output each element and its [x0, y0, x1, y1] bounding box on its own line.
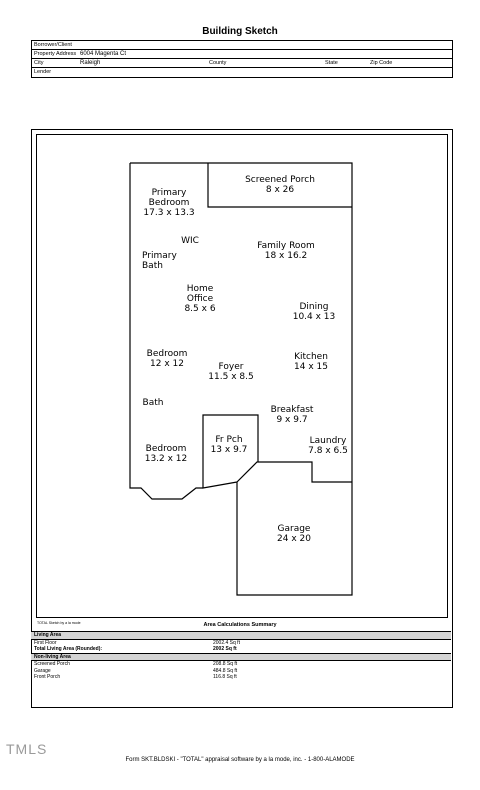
room-dims: 12 x 12: [150, 359, 184, 369]
lender-label: Lender: [34, 69, 52, 75]
room-dims: 7.8 x 6.5: [308, 446, 348, 456]
address-row: Property Address 6004 Magenta Ct: [32, 50, 452, 59]
area-calc-title: Area Calculations Summary: [203, 622, 277, 628]
room-dims: 24 x 20: [277, 534, 311, 544]
area-row-label: Living Area: [34, 632, 62, 638]
room-name: Breakfast: [270, 405, 314, 415]
area-row: Screened Porch 208.8 Sq ft: [31, 661, 451, 668]
property-info-table: Borrower/Client Property Address 6004 Ma…: [31, 40, 453, 78]
watermark-logo: TMLS: [6, 741, 48, 757]
room-breakfast: Breakfast 9 x 9.7: [264, 405, 320, 425]
borrower-label: Borrower/Client: [34, 42, 72, 48]
room-name: Screened Porch: [245, 175, 315, 185]
sketch-frame: [31, 129, 453, 708]
area-row-label: Garage: [34, 667, 51, 674]
room-dining: Dining 10.4 x 13: [286, 302, 342, 322]
room-wic: WIC: [176, 236, 204, 246]
room-name: Bedroom: [146, 349, 188, 359]
borrower-row: Borrower/Client: [32, 41, 452, 50]
house-outline: [129, 162, 353, 596]
city-value: Raleigh: [80, 60, 101, 66]
state-label: State: [325, 60, 338, 66]
room-bedroom-1: Bedroom 12 x 12: [140, 349, 194, 369]
room-name: Dining: [299, 302, 329, 312]
room-dims: 11.5 x 8.5: [208, 372, 254, 382]
room-dims: 13.2 x 12: [144, 454, 188, 464]
room-primary-bath: Primary Bath: [142, 251, 184, 271]
room-name: Family Room: [257, 241, 315, 251]
room-dims: 8 x 26: [265, 185, 295, 195]
area-row: Garage 484.8 Sq ft: [31, 668, 451, 675]
room-screened-porch: Screened Porch 8 x 26: [240, 175, 320, 195]
area-row-label: Front Porch: [34, 674, 61, 680]
room-dims: 8.5 x 6: [184, 304, 216, 314]
area-row-label: Non-living Area: [34, 653, 71, 660]
area-row: Front Porch 116.8 Sq ft: [31, 674, 451, 681]
room-laundry: Laundry 7.8 x 6.5: [300, 436, 356, 456]
city-row: City Raleigh County State Zip Code: [32, 59, 452, 68]
room-dims: 9 x 9.7: [276, 415, 308, 425]
room-name: Bedroom: [145, 444, 187, 454]
room-dims: 13 x 9.7: [210, 445, 248, 455]
room-dims: 17.3 x 13.3: [143, 208, 195, 218]
area-row-value: 484.8 Sq ft: [213, 667, 238, 674]
room-name: Garage: [277, 524, 311, 534]
room-kitchen: Kitchen 14 x 15: [286, 352, 336, 372]
area-row: Total Living Area (Rounded): 2002 Sq ft: [31, 646, 451, 653]
room-foyer: Foyer 11.5 x 8.5: [202, 362, 260, 382]
room-bedroom-2: Bedroom 13.2 x 12: [138, 444, 194, 464]
room-garage: Garage 24 x 20: [266, 524, 322, 544]
area-row-label: First Floor: [34, 639, 57, 646]
room-name: Home Office: [186, 284, 214, 304]
room-family-room: Family Room 18 x 16.2: [252, 241, 320, 261]
lender-row: Lender: [32, 68, 452, 76]
room-dims: 10.4 x 13: [292, 312, 336, 322]
area-row-label: Screened Porch: [34, 661, 70, 667]
room-name: Bath: [142, 398, 164, 408]
room-name: Foyer: [218, 362, 244, 372]
room-name: Kitchen: [294, 352, 328, 362]
room-name: Fr Pch: [215, 435, 243, 445]
room-dims: 18 x 16.2: [264, 251, 308, 261]
room-dims: 14 x 15: [294, 362, 328, 372]
room-name: Primary Bedroom: [148, 188, 190, 208]
room-primary-bedroom: Primary Bedroom 17.3 x 13.3: [142, 188, 196, 218]
area-row-value: 208.8 Sq ft: [213, 661, 238, 667]
sketch-area: [36, 134, 448, 618]
sketch-credit: TOTAL Sketch by a la mode: [37, 621, 81, 625]
room-bath: Bath: [140, 398, 166, 408]
area-calc-table: Living Area First Floor 2002.4 Sq ft Tot…: [31, 631, 451, 681]
screened-porch-wall: [207, 163, 352, 208]
address-value: 6004 Magenta Ct: [80, 51, 127, 57]
address-label: Property Address: [34, 51, 77, 57]
area-row: Non-living Area: [31, 652, 451, 661]
area-row-value: 2002 Sq ft: [213, 646, 237, 652]
room-name: Laundry: [309, 436, 347, 446]
area-row-value: 2002.4 Sq ft: [213, 639, 240, 646]
area-row: First Floor 2002.4 Sq ft: [31, 640, 451, 647]
room-name: Primary Bath: [142, 251, 177, 271]
room-home-office: Home Office 8.5 x 6: [176, 284, 224, 314]
zip-label: Zip Code: [370, 60, 393, 66]
area-row-value: 116.8 Sq ft: [213, 674, 237, 680]
area-row: Living Area: [31, 631, 451, 640]
county-label: County: [209, 60, 227, 66]
area-row-label: Total Living Area (Rounded):: [34, 646, 103, 652]
footer-text: Form SKT.BLDSKI - "TOTAL" appraisal soft…: [125, 757, 355, 763]
city-label: City: [34, 60, 44, 66]
page-title: Building Sketch: [202, 26, 278, 37]
room-name: WIC: [181, 236, 199, 246]
room-fr-pch: Fr Pch 13 x 9.7: [205, 435, 253, 455]
